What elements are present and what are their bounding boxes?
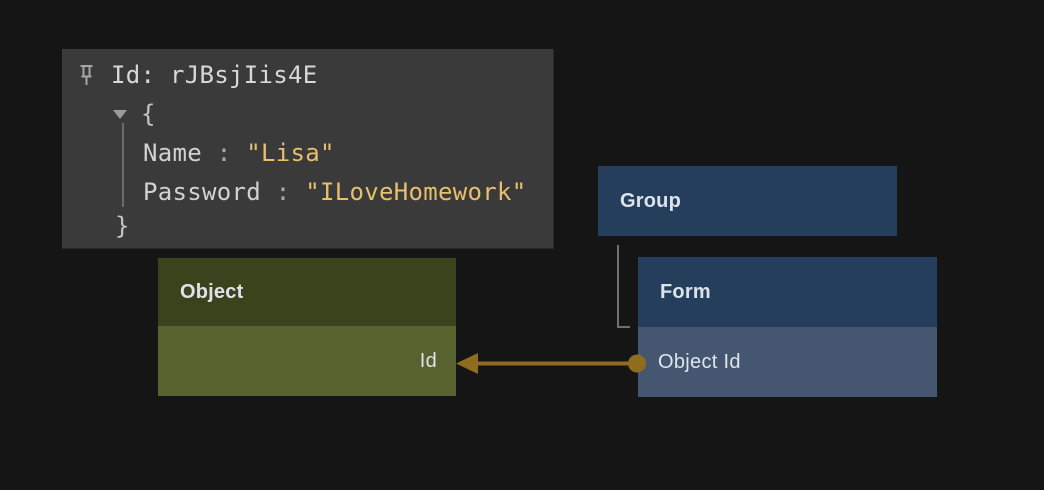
field-key: Name xyxy=(143,139,202,167)
close-brace: } xyxy=(115,212,130,240)
field-separator: : xyxy=(202,139,247,167)
node-object-header[interactable]: Object xyxy=(158,258,456,326)
node-group[interactable]: Group xyxy=(598,166,897,236)
pin-icon[interactable] xyxy=(79,64,94,86)
field-label: Object Id xyxy=(658,350,741,373)
group-form-connector-line xyxy=(617,245,630,328)
node-group-label: Group xyxy=(620,189,681,212)
field-key: Password xyxy=(143,178,261,206)
node-object-label: Object xyxy=(180,280,244,303)
node-object-field-id[interactable]: Id xyxy=(158,326,456,396)
relation-arrowhead-icon xyxy=(456,353,478,374)
field-separator: : xyxy=(261,178,306,206)
field-name: Name : "Lisa" xyxy=(143,141,335,165)
field-password: Password : "ILoveHomework" xyxy=(143,180,527,204)
node-form-label: Form xyxy=(660,280,711,303)
field-value: "ILoveHomework" xyxy=(305,178,527,206)
tooltip-title: Id: rJBsjIis4E xyxy=(111,61,318,89)
pinned-value-tooltip: Id: rJBsjIis4E { Name : "Lisa" Password … xyxy=(62,49,554,249)
node-form-header[interactable]: Form xyxy=(638,257,937,327)
node-form[interactable]: Form Object Id xyxy=(638,257,937,397)
open-brace: { xyxy=(141,100,156,128)
node-object[interactable]: Object Id xyxy=(158,258,456,396)
node-group-header[interactable]: Group xyxy=(598,166,897,236)
field-label: Id xyxy=(419,349,437,372)
relation-arrow[interactable] xyxy=(456,353,646,374)
field-value: "Lisa" xyxy=(246,139,335,167)
indent-guide-line xyxy=(122,123,124,207)
node-form-field-object-id[interactable]: Object Id xyxy=(638,327,937,397)
collapse-triangle-icon[interactable] xyxy=(113,110,127,119)
